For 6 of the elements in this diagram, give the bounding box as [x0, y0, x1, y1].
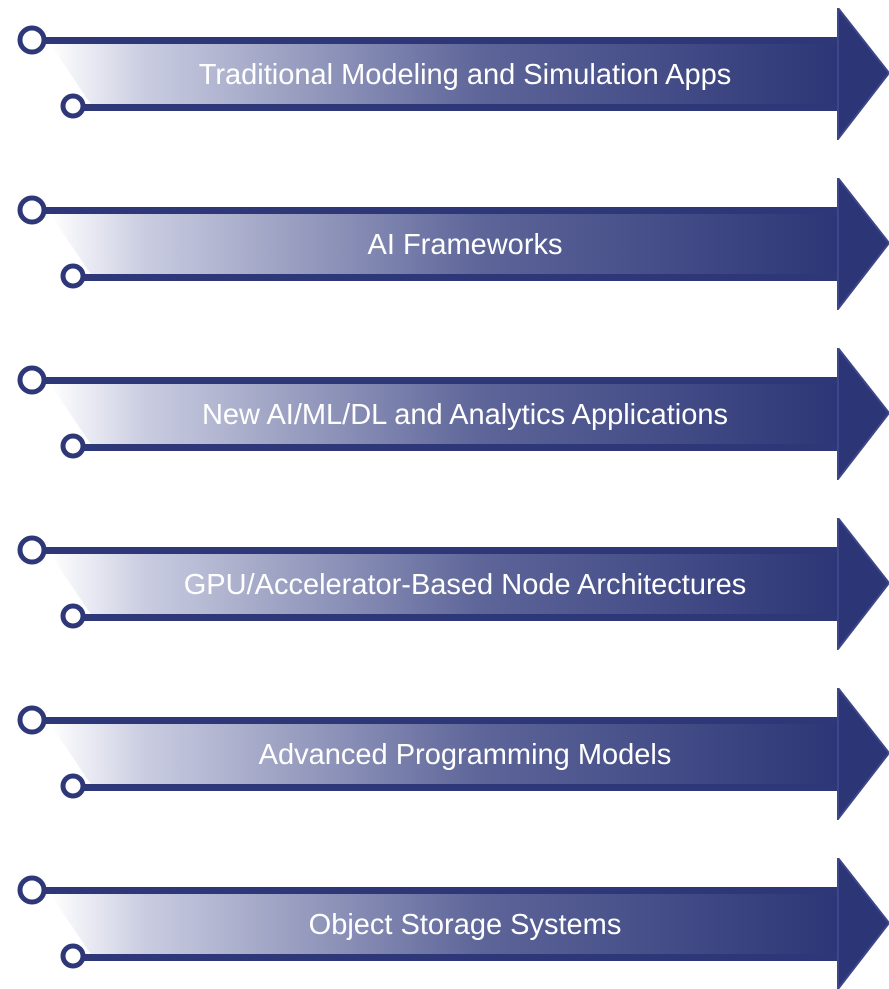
banner-label: GPU/Accelerator-Based Node Architectures [182, 568, 748, 603]
banner-label: AI Frameworks [366, 228, 564, 263]
banner-label: New AI/ML/DL and Analytics Applications [200, 398, 730, 433]
banner-label: Advanced Programming Models [258, 738, 672, 773]
banner-label: Traditional Modeling and Simulation Apps [198, 58, 732, 93]
banner-label: Object Storage Systems [308, 908, 622, 943]
